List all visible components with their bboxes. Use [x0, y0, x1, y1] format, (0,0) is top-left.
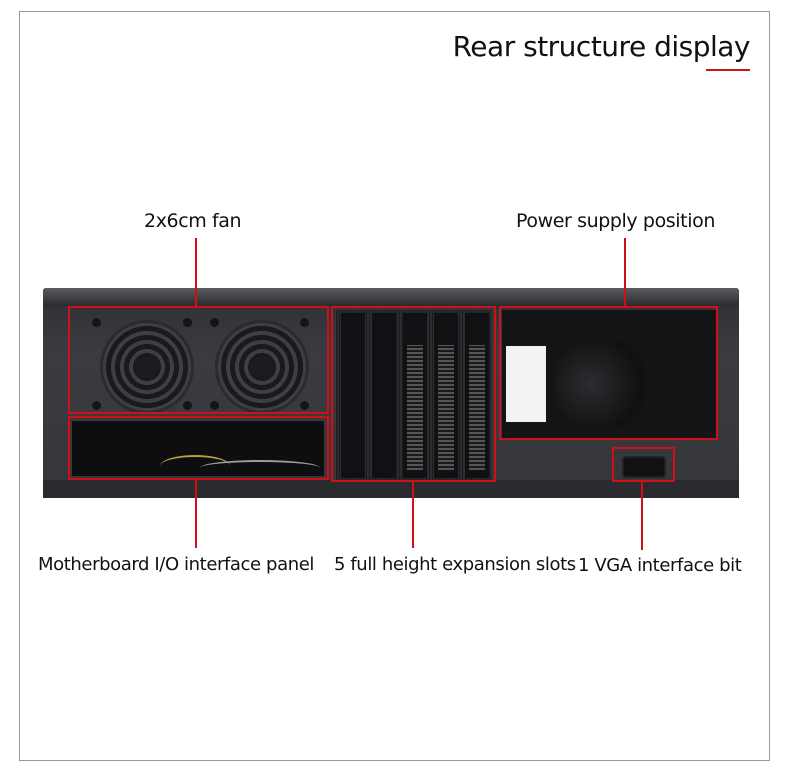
vga-label: 1 VGA interface bit [578, 555, 742, 576]
page-title: Rear structure display [452, 30, 751, 63]
psu-leader-line [624, 238, 626, 307]
fan-right-icon [215, 320, 309, 414]
expansion-label: 5 full height expansion slots [334, 554, 576, 575]
psu-opening-light [506, 346, 546, 422]
expansion-slot [372, 313, 396, 478]
vga-leader-line [641, 481, 643, 550]
screw-dot [300, 401, 309, 410]
cable-grey [200, 460, 320, 476]
vga-port-icon [622, 456, 666, 478]
image-frame [19, 11, 770, 761]
fan-leader-line [195, 238, 197, 307]
screw-dot [705, 323, 714, 332]
chassis-top-edge [43, 288, 739, 306]
io-leader-line [195, 480, 197, 548]
screw-dot [210, 401, 219, 410]
fan-left-icon [100, 320, 194, 414]
slot-mesh [438, 345, 454, 470]
screw-dot [183, 401, 192, 410]
fan-label: 2x6cm fan [144, 210, 242, 232]
slot-mesh [469, 345, 485, 470]
io-panel-highlight-box [68, 416, 329, 480]
screw-dot [300, 318, 309, 327]
fan-highlight-box [68, 306, 329, 414]
screw-dot [92, 318, 101, 327]
screw-dot [503, 427, 512, 436]
expansion-highlight-box [331, 306, 496, 482]
expansion-leader-line [412, 481, 414, 548]
chassis-bottom-strip [43, 480, 739, 498]
psu-label: Power supply position [516, 210, 715, 232]
expansion-slot [341, 313, 365, 478]
screw-dot [183, 318, 192, 327]
title-underline [706, 69, 750, 71]
screw-dot [528, 312, 537, 321]
psu-highlight-box [499, 306, 718, 440]
vga-highlight-box [612, 447, 675, 482]
psu-interior [555, 340, 645, 428]
screw-dot [705, 427, 714, 436]
slot-mesh [407, 345, 423, 470]
io-panel-label: Motherboard I/O interface panel [38, 554, 314, 575]
cable-yellow [160, 455, 230, 477]
screw-dot [210, 318, 219, 327]
screw-dot [92, 401, 101, 410]
